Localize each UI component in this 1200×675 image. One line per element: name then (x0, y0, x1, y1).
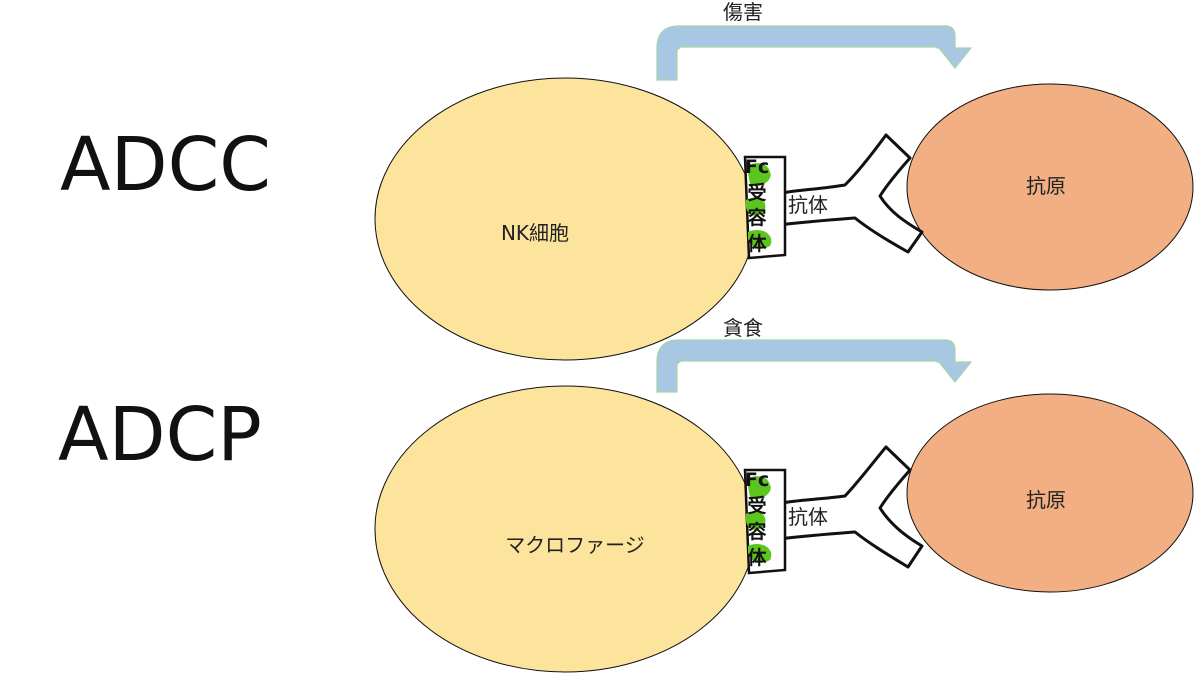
action-label-adcc: 傷害 (723, 0, 763, 24)
fc-receptor-label-2: 容 (747, 520, 766, 543)
receptor-blob (746, 511, 766, 530)
receptor-blob (747, 476, 771, 499)
antibody-shape-adcc (766, 133, 924, 254)
fc-receptor-label-1: 受 (747, 494, 766, 517)
receptor-blob (746, 197, 766, 216)
receptor-blob (748, 543, 772, 563)
fc-receptor-label-fc: Fc (745, 156, 769, 178)
action-arrow-adcc (656, 25, 973, 81)
receptor-blob (747, 163, 771, 186)
nk-cell (374, 77, 756, 361)
panel-adcp: ADCP 貪食 マクロファージ 抗原 抗体 Fc 受 容 体 (58, 316, 1194, 673)
receptor-blob (748, 229, 772, 249)
action-label-adcp: 貪食 (723, 316, 763, 340)
fc-receptor-adcp: Fc 受 容 体 (743, 468, 787, 575)
antigen-label-adcp: 抗原 (1026, 488, 1066, 512)
fc-receptor-label-3: 体 (747, 232, 767, 255)
panel-adcc: ADCC 傷害 NK細胞 抗原 抗体 Fc 受 容 体 (60, 0, 1194, 361)
mechanism-title-adcc: ADCC (60, 122, 271, 208)
antibody-shape-adcp (766, 445, 924, 569)
antibody-label-adcp: 抗体 (788, 505, 828, 529)
macrophage-cell (374, 385, 756, 673)
fc-receptor-adcc: Fc 受 容 体 (743, 155, 787, 260)
effector-cell-label-adcc: NK細胞 (501, 221, 569, 245)
fc-receptor-label-3: 体 (747, 546, 767, 569)
fc-receptor-label-fc: Fc (745, 469, 769, 491)
antibody-label-adcc: 抗体 (788, 193, 828, 217)
fc-receptor-label-2: 容 (747, 206, 766, 229)
antigen-cell-adcp (906, 393, 1194, 593)
action-arrow-adcp (656, 339, 973, 393)
mechanism-title-adcp: ADCP (58, 392, 262, 478)
antigen-cell-adcc (906, 83, 1194, 291)
fc-receptor-label-1: 受 (747, 181, 766, 204)
antigen-label-adcc: 抗原 (1026, 174, 1066, 198)
effector-cell-label-adcp: マクロファージ (505, 533, 645, 557)
